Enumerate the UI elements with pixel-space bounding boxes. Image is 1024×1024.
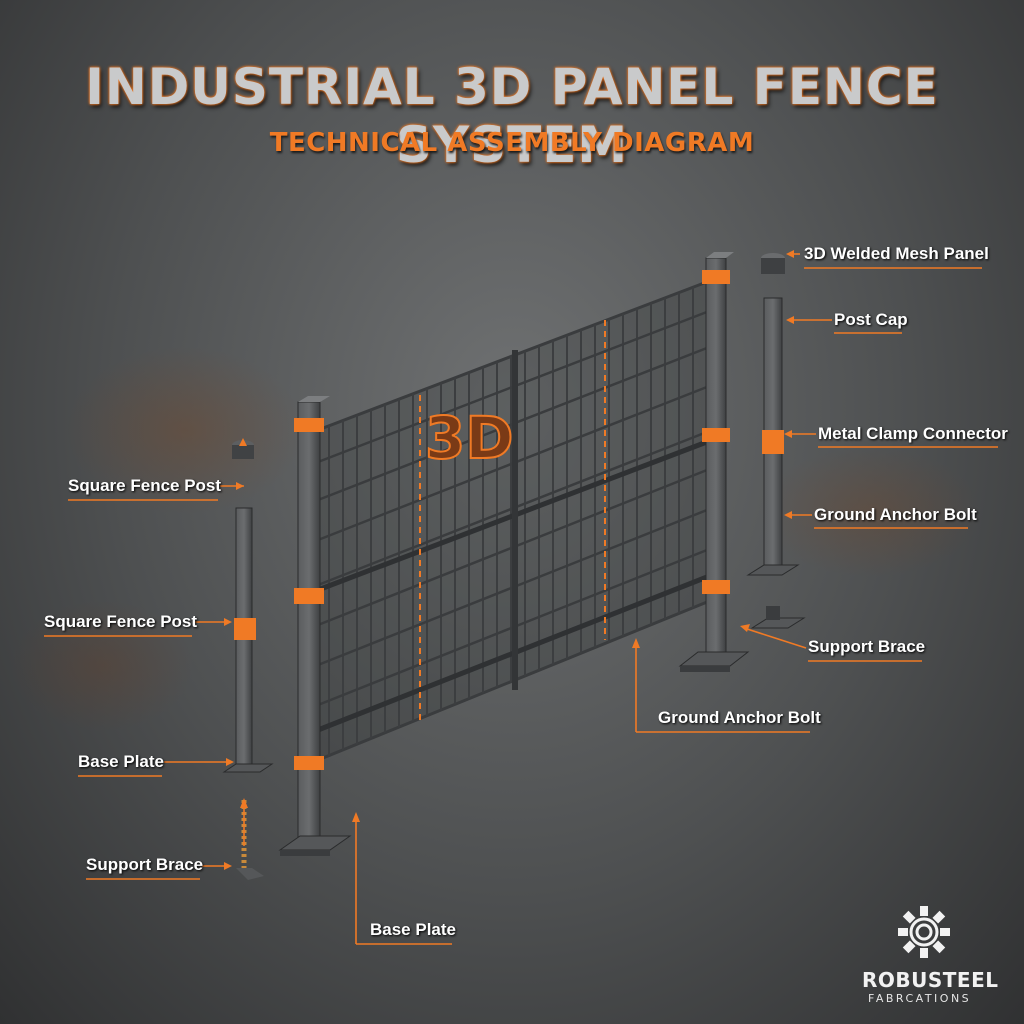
brand-tagline: FABRCATIONS <box>868 992 972 1005</box>
brand-name: ROBUSTEEL <box>862 968 999 992</box>
label-ground-anchor-bolt-bottom: Ground Anchor Bolt <box>658 708 821 727</box>
exploded-post-right <box>746 253 806 629</box>
main-post-right <box>678 252 750 672</box>
label-base-plate-left: Base Plate <box>78 752 164 771</box>
label-base-plate-bottom: Base Plate <box>370 920 456 939</box>
label-support-brace-left: Support Brace <box>86 855 204 874</box>
clamp-marks <box>294 270 730 770</box>
diagram-subtitle: TECHNICAL ASSEMBLY DIAGRAM <box>269 128 755 158</box>
label-square-fence-post-top: Square Fence Post <box>68 476 222 495</box>
leader-arrowheads <box>224 250 794 870</box>
exploded-post-left <box>222 440 274 880</box>
label-welded-mesh-panel: 3D Welded Mesh Panel <box>804 244 989 263</box>
label-metal-clamp-connector: Metal Clamp Connector <box>818 424 1008 443</box>
label-ground-anchor-bolt-right: Ground Anchor Bolt <box>814 505 977 524</box>
panel-mark: 3D <box>425 404 514 472</box>
label-post-cap: Post Cap <box>834 310 908 329</box>
diagram-title: INDUSTRIAL 3D PANEL FENCE SYSTEM <box>85 58 939 174</box>
gear-icon <box>898 906 950 958</box>
main-post-left <box>278 396 352 856</box>
label-square-fence-post-mid: Square Fence Post <box>44 612 198 631</box>
mesh-panel <box>316 277 714 763</box>
label-support-brace-right: Support Brace <box>808 637 926 656</box>
